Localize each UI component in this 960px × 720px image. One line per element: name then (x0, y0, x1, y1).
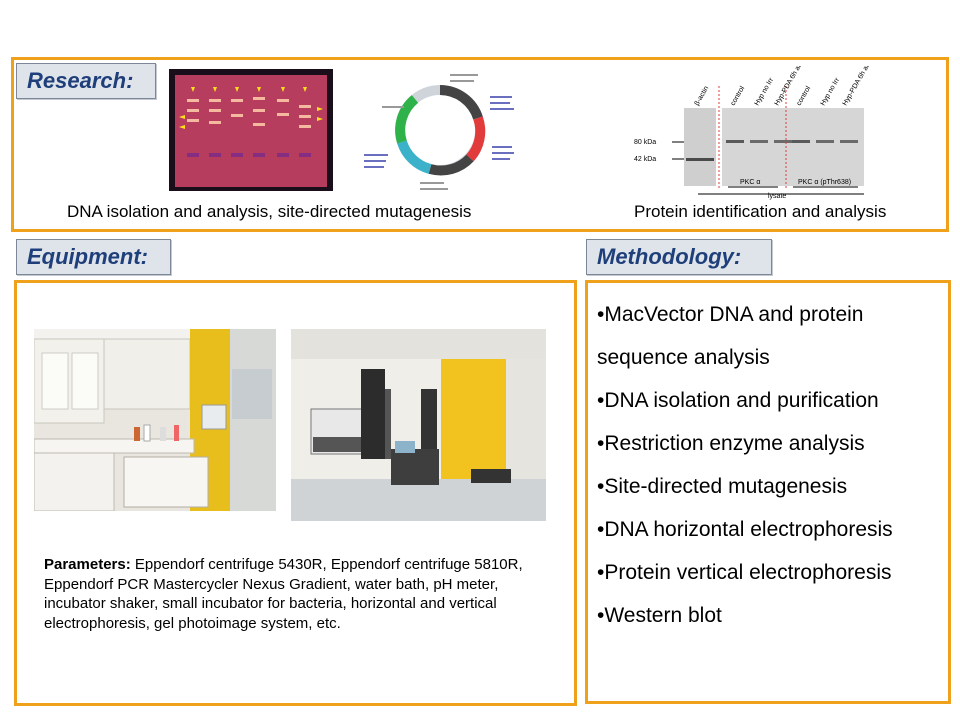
list-item: •Protein vertical electrophoresis (597, 561, 892, 584)
blot-group-label: PKC α (pThr638) (798, 179, 851, 186)
list-item: •Restriction enzyme analysis (597, 432, 865, 455)
list-item: sequence analysis (597, 346, 770, 369)
blot-group-label: PKC α (740, 179, 760, 186)
plasmid-map (360, 66, 520, 196)
research-caption-protein: Protein identification and analysis (634, 202, 887, 221)
blot-footer-label: lysate (768, 193, 786, 200)
dna-gel-photo (169, 69, 333, 191)
methodology-label: Methodology: (586, 239, 772, 275)
blot-marker-top: 80 kDa (634, 139, 656, 146)
research-label: Research: (16, 63, 156, 99)
list-item: •DNA isolation and purification (597, 389, 879, 412)
equipment-label: Equipment: (16, 239, 171, 275)
list-item: •MacVector DNA and protein (597, 303, 864, 326)
blot-marker-bottom: 42 kDa (634, 156, 656, 163)
western-blot-figure: 80 kDa 42 kDa β-actin control Hyp no Irr… (628, 66, 896, 200)
research-caption-dna: DNA isolation and analysis, site-directe… (67, 202, 472, 221)
methodology-frame (585, 280, 951, 704)
methodology-list: •MacVector DNA and protein sequence anal… (597, 293, 947, 637)
equipment-parameters: Parameters: Eppendorf centrifuge 5430R, … (44, 555, 524, 633)
list-item: •DNA horizontal electrophoresis (597, 518, 893, 541)
params-text: Eppendorf centrifuge 5430R, Eppendorf ce… (44, 556, 523, 632)
lab-photo-left (34, 329, 276, 511)
params-title: Parameters: (44, 556, 131, 573)
list-item: •Western blot (597, 604, 722, 627)
list-item: •Site-directed mutagenesis (597, 475, 848, 498)
lab-photo-right (291, 329, 546, 521)
